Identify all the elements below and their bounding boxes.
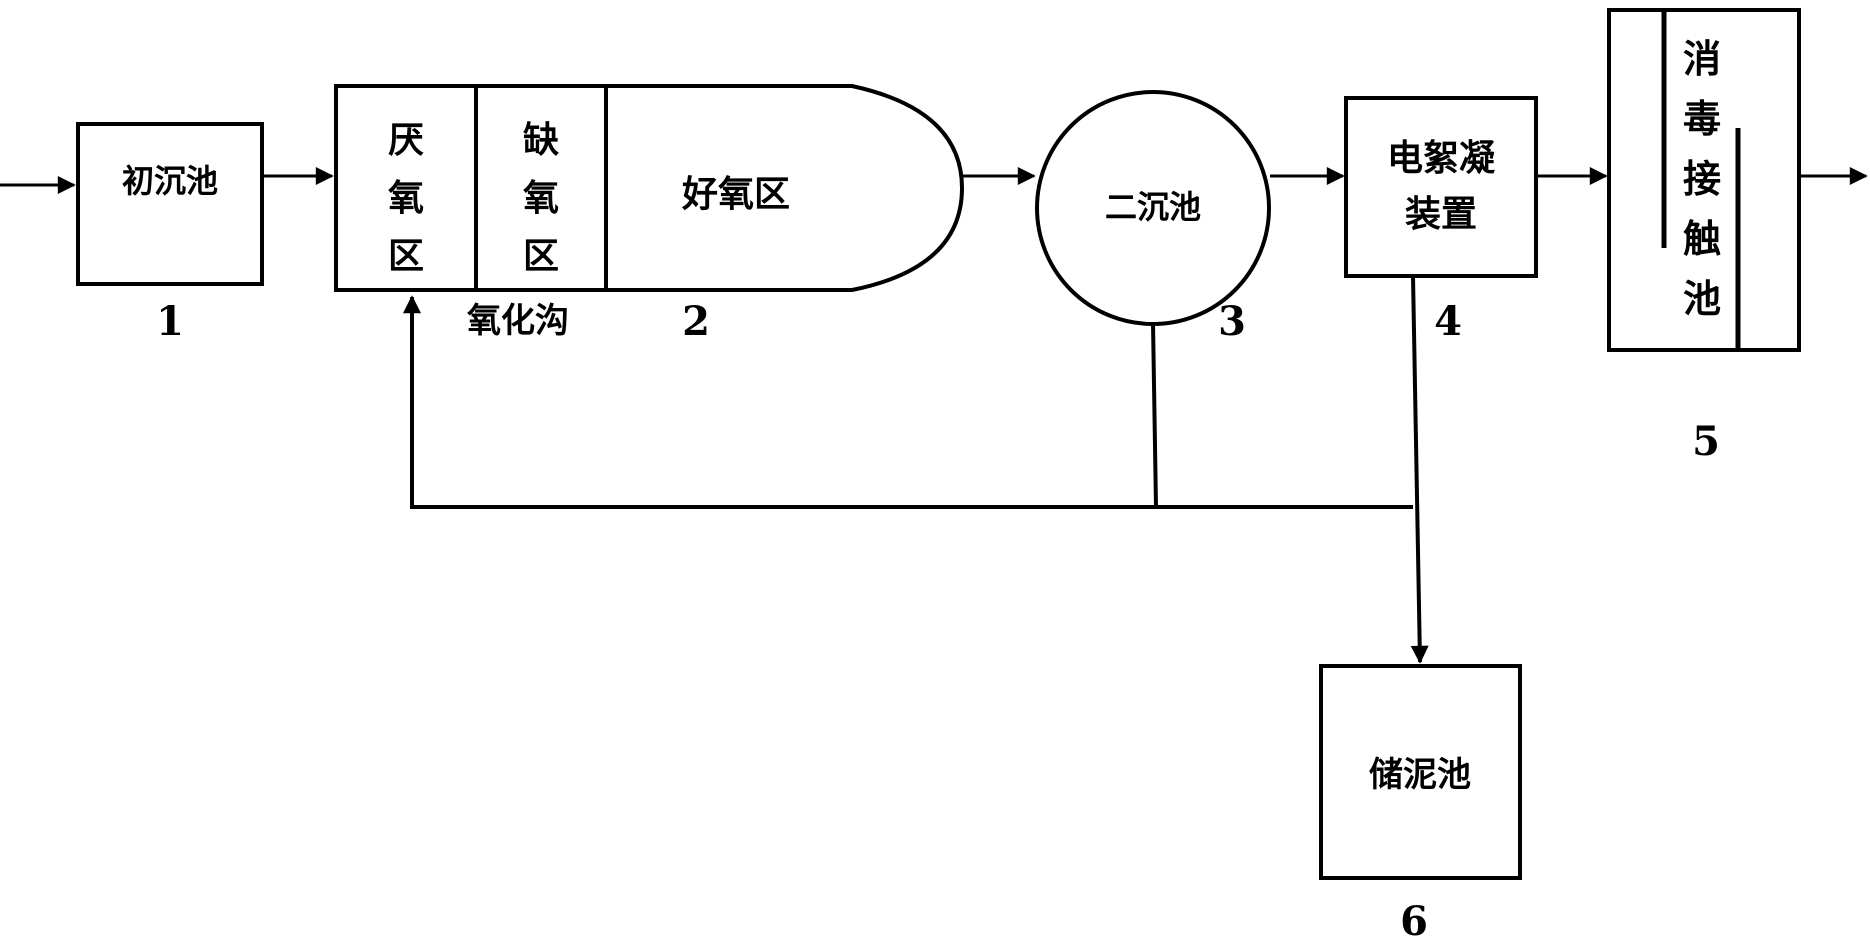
electroflocculation-number: 4 [1434, 298, 1462, 345]
sludge-storage-tank: 储泥池 6 [1319, 664, 1522, 943]
disinfection-char-2: 毒 [1683, 97, 1721, 141]
disinfection-tank-box [1607, 8, 1801, 352]
secondary-clarifier-label: 二沉池 [1105, 188, 1201, 226]
electroflocculation-box [1344, 96, 1538, 278]
sludge-return-line [403, 295, 1413, 509]
disinfection-contact-tank: 消 毒 接 触 池 5 [1607, 8, 1801, 465]
clarifier-sludge-drop [1151, 322, 1158, 508]
oxidation-ditch-outline [334, 84, 965, 292]
disinfection-char-5: 池 [1683, 277, 1721, 321]
sludge-tank-box [1319, 664, 1522, 880]
aerobic-zone-label: 好氧区 [681, 174, 790, 215]
electroflocculation-label-line2: 装置 [1405, 194, 1477, 235]
anoxic-zone-char-1: 缺 [523, 120, 559, 161]
disinfection-tank-number: 5 [1692, 418, 1720, 465]
disinfection-char-1: 消 [1683, 37, 1721, 81]
anoxic-zone-char-3: 区 [523, 236, 559, 277]
anaerobic-zone-char-1: 厌 [388, 120, 424, 161]
anoxic-zone-char-2: 氧 [523, 178, 559, 219]
primary-tank-number: 1 [156, 298, 184, 345]
sludge-tank-number: 6 [1400, 898, 1428, 943]
disinfection-char-4: 触 [1683, 217, 1721, 261]
disinfection-char-3: 接 [1683, 157, 1721, 201]
oxidation-ditch: 厌 氧 区 缺 氧 区 好氧区 氧化沟 2 [334, 84, 965, 345]
oxidation-ditch-label: 氧化沟 [467, 301, 569, 341]
sludge-tank-label: 储泥池 [1369, 755, 1471, 795]
electroflocculation-label-line1: 电絮凝 [1387, 138, 1495, 179]
primary-tank-box [76, 122, 264, 286]
anaerobic-zone-char-3: 区 [388, 236, 424, 277]
electroflocculation-sludge-line [1410, 275, 1429, 664]
secondary-clarifier-number: 3 [1218, 298, 1246, 345]
primary-tank-label: 初沉池 [122, 162, 218, 200]
electroflocculation-device: 电絮凝 装置 4 [1344, 96, 1538, 345]
primary-tank: 初沉池 1 [76, 122, 264, 345]
anaerobic-zone-char-2: 氧 [388, 178, 424, 219]
secondary-clarifier: 二沉池 3 [1035, 90, 1271, 345]
oxidation-ditch-number: 2 [682, 298, 710, 345]
